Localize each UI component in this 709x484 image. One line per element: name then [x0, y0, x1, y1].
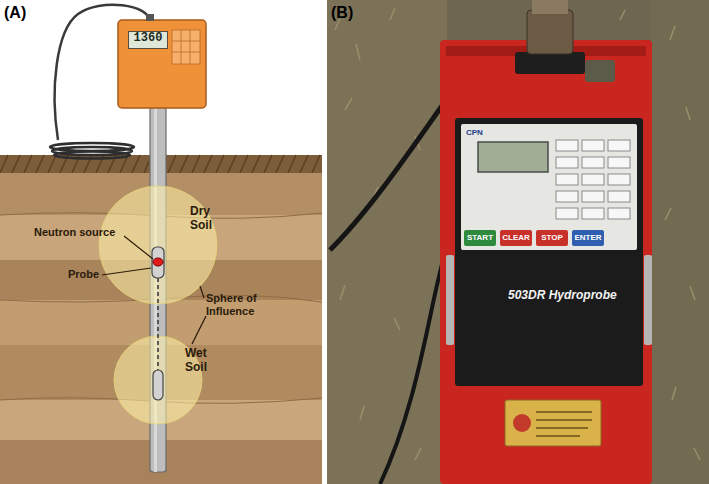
button-label: CLEAR: [500, 233, 532, 242]
clear-button: [500, 230, 532, 246]
zone-label: Dry Soil: [190, 205, 234, 233]
sphere-of-influence-shape: [99, 186, 217, 304]
button-label: STOP: [536, 233, 568, 242]
sphere-of-influence: Wet Soil: [113, 335, 203, 425]
key: [608, 157, 630, 168]
key: [608, 208, 630, 219]
photo: [327, 0, 709, 484]
key: [556, 140, 578, 151]
sphere-of-influence-outline: [98, 185, 218, 305]
probe-body: [152, 247, 164, 278]
soil-profile: [0, 0, 322, 484]
key: [582, 157, 604, 168]
depth-meter: [118, 14, 206, 108]
panel-label: (B): [331, 4, 353, 22]
neutron-source: [153, 258, 163, 266]
key: [608, 174, 630, 185]
zone-label: Wet Soil: [185, 347, 225, 375]
connector-top: [532, 0, 568, 14]
panel-label: (A): [4, 4, 26, 22]
keypad-grid: [172, 30, 200, 64]
grass-background: [327, 0, 709, 484]
key: [582, 174, 604, 185]
control-panel: [461, 124, 637, 250]
key: [582, 191, 604, 202]
probe-path: [157, 278, 159, 370]
side-connector: [585, 60, 615, 82]
front-panel: [455, 118, 643, 386]
part-label: Neutron source: [34, 226, 115, 239]
enter-button: [572, 230, 604, 246]
probe-lower-position: [153, 370, 163, 400]
key: [556, 157, 578, 168]
lcd-screen: [478, 142, 548, 172]
grass-patch: [327, 0, 447, 484]
start-button: [464, 230, 496, 246]
key: [608, 140, 630, 151]
display-reading: 1360: [128, 32, 168, 46]
stop-button: [536, 230, 568, 246]
key: [582, 208, 604, 219]
label-fine-print: [536, 412, 592, 436]
handle: [446, 255, 454, 345]
sky: [0, 0, 322, 484]
probe-cable: [380, 250, 446, 484]
meter-display-shape: [129, 32, 168, 49]
leader-line: [124, 236, 153, 259]
grass-patch: [650, 0, 709, 484]
button-label: ENTER: [572, 233, 604, 242]
keypad: [172, 30, 200, 64]
leader-line: [192, 316, 206, 344]
leader-line: [200, 286, 204, 298]
meter-display: 1360: [128, 31, 168, 49]
keypad-keys: [556, 140, 630, 219]
cable-plug: [146, 14, 154, 21]
key: [556, 191, 578, 202]
radiation-symbol: [513, 414, 531, 432]
key: [556, 208, 578, 219]
part-label: Sphere of Influence: [206, 292, 276, 317]
cable-coil: [54, 152, 130, 159]
brand-logo: CPN: [466, 128, 483, 137]
model-name: 503DR Hydroprobe: [508, 289, 617, 303]
sphere-of-influence: Dry Soil: [98, 185, 218, 305]
connector-plate: [515, 52, 585, 74]
radiation-label: [505, 400, 601, 446]
handle: [644, 255, 652, 345]
meter-body: [118, 20, 206, 108]
leader-line: [102, 268, 151, 275]
key: [608, 191, 630, 202]
key: [556, 174, 578, 185]
red-case: [440, 40, 652, 484]
key: [582, 140, 604, 151]
button-label: START: [464, 233, 496, 242]
connector-cylinder: [527, 10, 573, 54]
part-label: Probe: [68, 268, 99, 281]
